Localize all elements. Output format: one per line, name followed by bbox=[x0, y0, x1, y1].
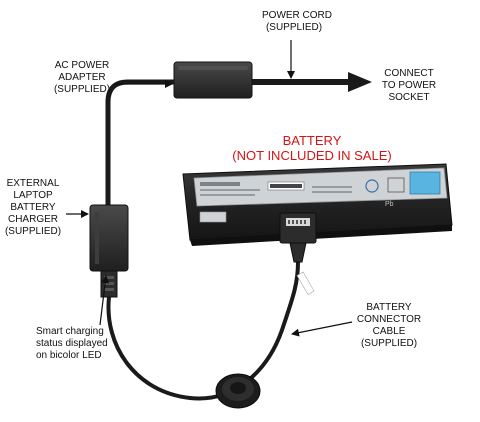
ferrite-core bbox=[215, 373, 261, 409]
label-external-charger: EXTERNAL LAPTOP BATTERY CHARGER (SUPPLIE… bbox=[4, 178, 62, 237]
battery-connector-plug bbox=[279, 212, 317, 295]
adapter-to-charger-cable bbox=[105, 79, 179, 208]
arrow-connector-cable bbox=[291, 321, 353, 337]
power-cord-arrowhead bbox=[348, 72, 372, 92]
arrow-smart-charging bbox=[99, 275, 110, 326]
label-ac-adapter: AC POWER ADAPTER (SUPPLIED) bbox=[53, 60, 111, 95]
label-connector-cable: BATTERY CONNECTOR CABLE (SUPPLIED) bbox=[356, 302, 422, 349]
ac-power-adapter bbox=[173, 61, 253, 99]
label-power-cord: POWER CORD (SUPPLIED) bbox=[262, 10, 332, 33]
battery-connector-cable bbox=[106, 261, 300, 401]
svg-text:Pb: Pb bbox=[385, 201, 394, 208]
label-smart-charging: Smart charging status displayed on bicol… bbox=[36, 326, 108, 361]
external-charger-device bbox=[89, 204, 129, 272]
label-battery-not-included: BATTERY (NOT INCLUDED IN SALE) bbox=[232, 133, 392, 163]
laptop-battery: Pb bbox=[182, 163, 453, 246]
label-connect-socket: CONNECT TO POWER SOCKET bbox=[381, 68, 437, 103]
